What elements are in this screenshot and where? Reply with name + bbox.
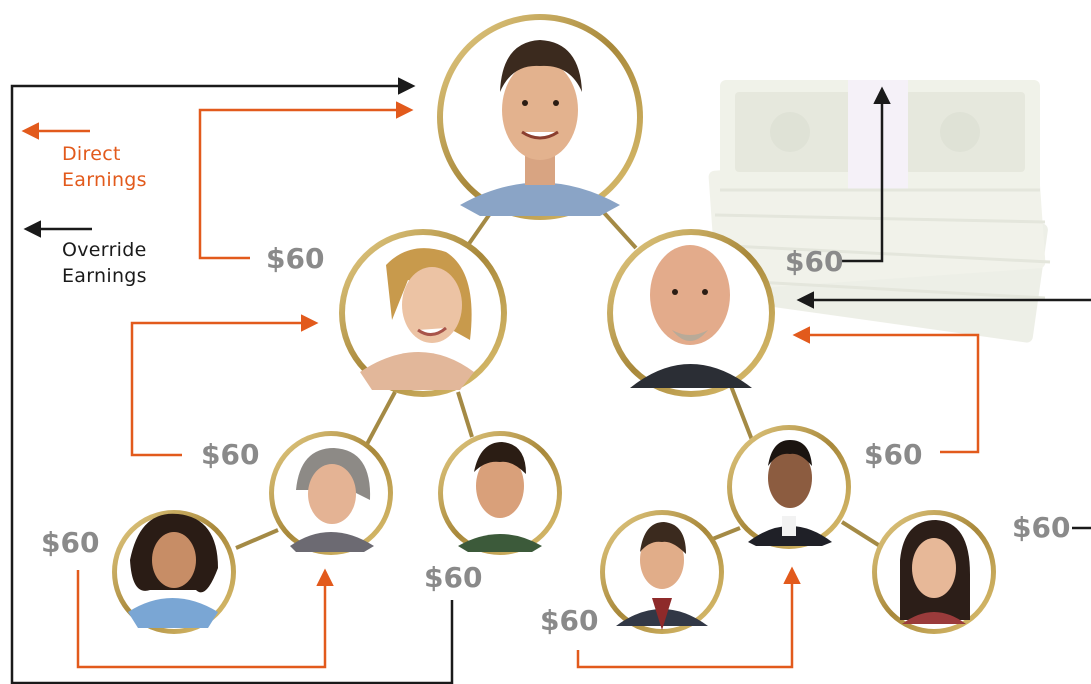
avatar-left-b bbox=[269, 431, 393, 555]
avatar-left-a bbox=[112, 510, 236, 634]
direct-arrow-top bbox=[198, 101, 414, 260]
amount-far-right: $60 bbox=[1012, 511, 1071, 544]
legend-override-line1: Override bbox=[62, 239, 147, 261]
override-arrows bbox=[10, 77, 1091, 684]
avatar-top bbox=[437, 14, 643, 220]
legend-direct-earnings: Direct Earnings bbox=[62, 141, 147, 193]
avatar-right bbox=[607, 229, 775, 397]
avatar-left-c bbox=[438, 431, 562, 555]
override-arrow-outer bbox=[10, 77, 454, 684]
amount-bottom-far-left: $60 bbox=[41, 526, 100, 559]
amount-money-stack: $60 bbox=[785, 245, 844, 278]
override-arrow-money bbox=[842, 86, 891, 263]
legend-override-line2: Earnings bbox=[62, 265, 147, 287]
money-stack-icon bbox=[705, 80, 1051, 343]
legend-override-earnings: Override Earnings bbox=[62, 237, 147, 289]
direct-arrow-right bbox=[792, 326, 980, 454]
direct-arrow-right-b bbox=[576, 566, 801, 669]
direct-arrow-left-b bbox=[76, 568, 334, 669]
amount-top-left: $60 bbox=[266, 242, 325, 275]
avatar-right-c bbox=[872, 510, 996, 634]
amount-bottom-center: $60 bbox=[424, 561, 483, 594]
amount-left-member: $60 bbox=[201, 438, 260, 471]
direct-arrow-left bbox=[130, 314, 319, 457]
amount-right-member: $60 bbox=[864, 438, 923, 471]
avatar-right-a bbox=[600, 510, 724, 634]
legend-direct-line2: Earnings bbox=[62, 169, 147, 191]
amount-bottom-right: $60 bbox=[540, 604, 599, 637]
avatar-left bbox=[339, 229, 507, 397]
legend-direct-line1: Direct bbox=[62, 143, 121, 165]
avatar-right-b bbox=[727, 425, 851, 549]
direct-arrows bbox=[21, 101, 980, 669]
